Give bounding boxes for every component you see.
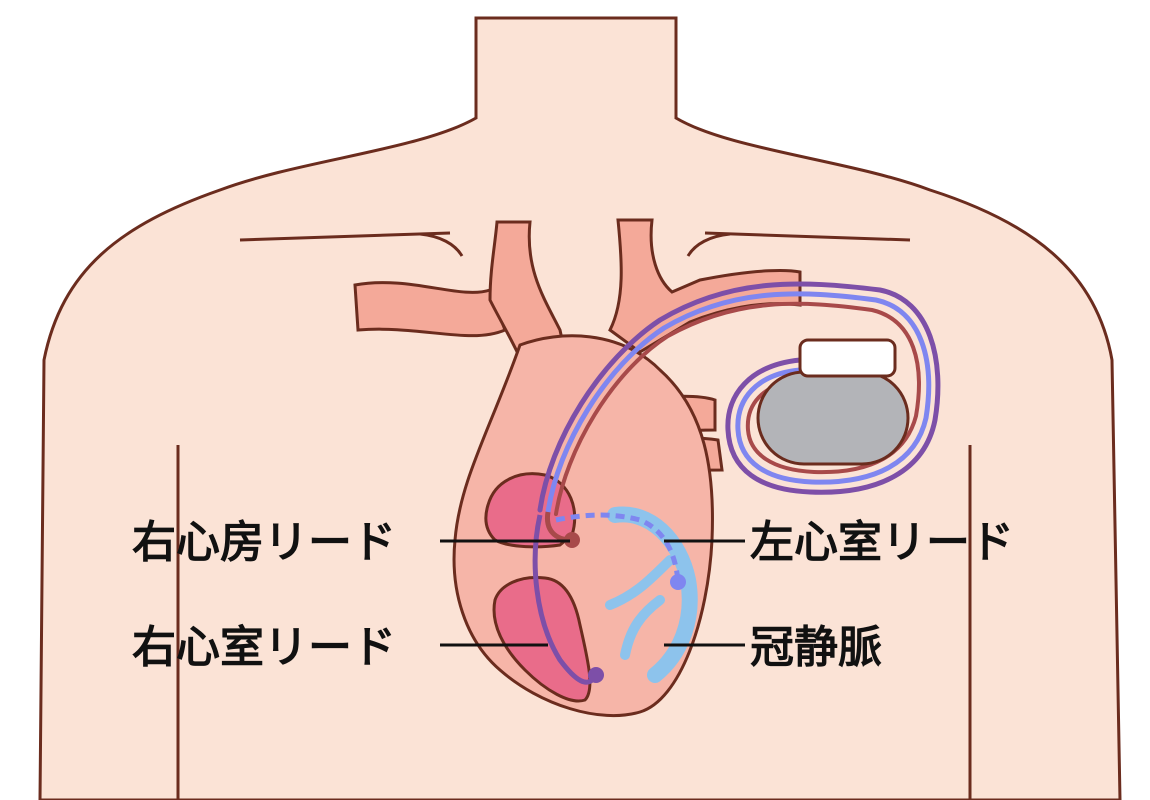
pacemaker-body — [756, 370, 910, 466]
right-ventricle-lead-tip — [588, 667, 604, 683]
coronary-vein-branch-2 — [620, 595, 665, 660]
collarbone-left-hook — [419, 232, 464, 257]
left-ventricle-lead-tip — [670, 574, 686, 590]
left-subclavian-vein — [353, 281, 507, 338]
coronary-vein-main — [607, 506, 698, 683]
label-coronary-sinus: 冠静脈 — [750, 622, 882, 673]
right-ventricle-lead — [532, 514, 599, 685]
collarbone-right-hook — [686, 232, 731, 257]
lead-bundle — [537, 281, 941, 516]
label-left-ventricle-lead: 左心室リード — [750, 517, 1014, 568]
label-right-atrium-lead: 右心房リード — [132, 517, 396, 568]
collarbone-right — [704, 231, 911, 242]
coronary-vein-branch-1 — [605, 555, 675, 610]
label-right-ventricle-lead: 右心室リード — [132, 622, 396, 673]
right-atrium-lead-tip — [564, 532, 580, 548]
left-ventricle-lead — [555, 512, 681, 583]
collarbone-left — [239, 231, 451, 242]
pacemaker-header — [798, 338, 897, 378]
